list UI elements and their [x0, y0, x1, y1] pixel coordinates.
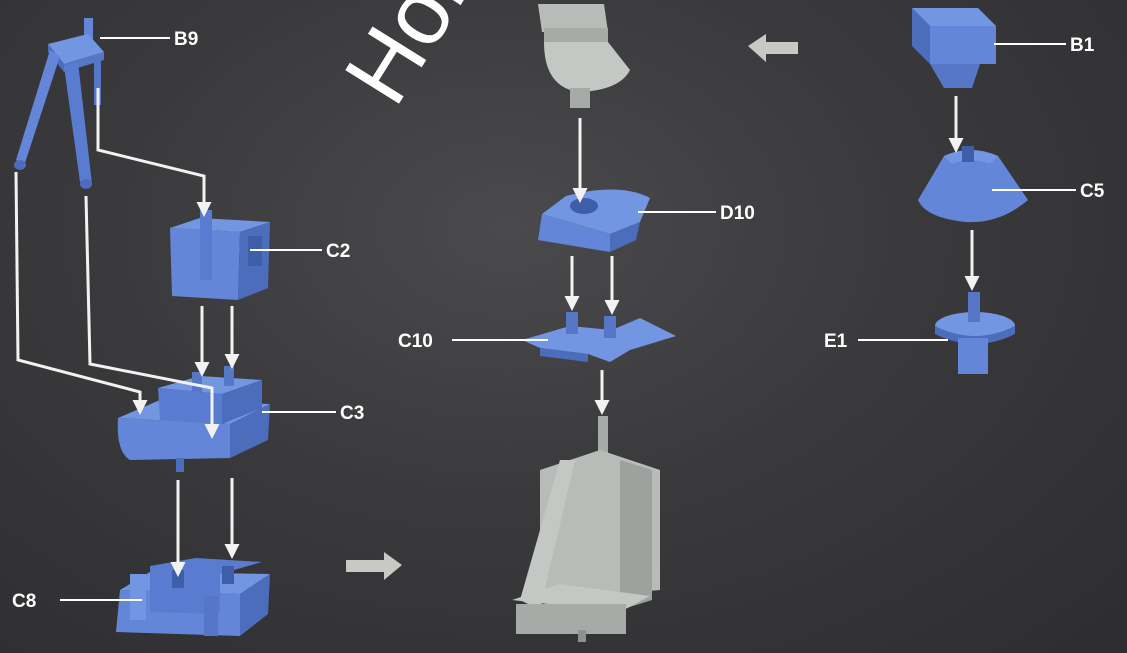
- part-b1: [912, 8, 996, 88]
- part-c5: [918, 146, 1028, 223]
- label-c5: C5: [1080, 181, 1105, 202]
- part-d10: [538, 189, 650, 252]
- watermark-text: Hob: [325, 0, 501, 121]
- arrow-left-icon: [748, 34, 798, 62]
- label-c3: C3: [340, 403, 364, 424]
- part-c3-base: [117, 366, 270, 472]
- center-flow-arrows: [564, 118, 620, 415]
- label-c10: C10: [398, 331, 433, 352]
- part-e1: [935, 292, 1015, 374]
- part-b9-tripod: [14, 18, 104, 189]
- part-c10: [522, 312, 676, 362]
- label-b1: B1: [1070, 35, 1095, 56]
- label-d10: D10: [720, 203, 755, 224]
- part-c8-bottom: [116, 558, 270, 636]
- label-e1: E1: [824, 331, 848, 352]
- part-c2-block: [170, 210, 270, 300]
- arrow-right-icon: [346, 552, 402, 580]
- label-c8: C8: [12, 591, 36, 612]
- left-flow-arrows: [14, 88, 240, 577]
- right-flow-arrows: [948, 96, 980, 291]
- label-c2: C2: [326, 241, 350, 262]
- leader-lines: [60, 37, 1076, 601]
- label-b9: B9: [174, 29, 198, 50]
- part-gray-tower: [512, 416, 660, 642]
- part-gray-head: [538, 4, 630, 108]
